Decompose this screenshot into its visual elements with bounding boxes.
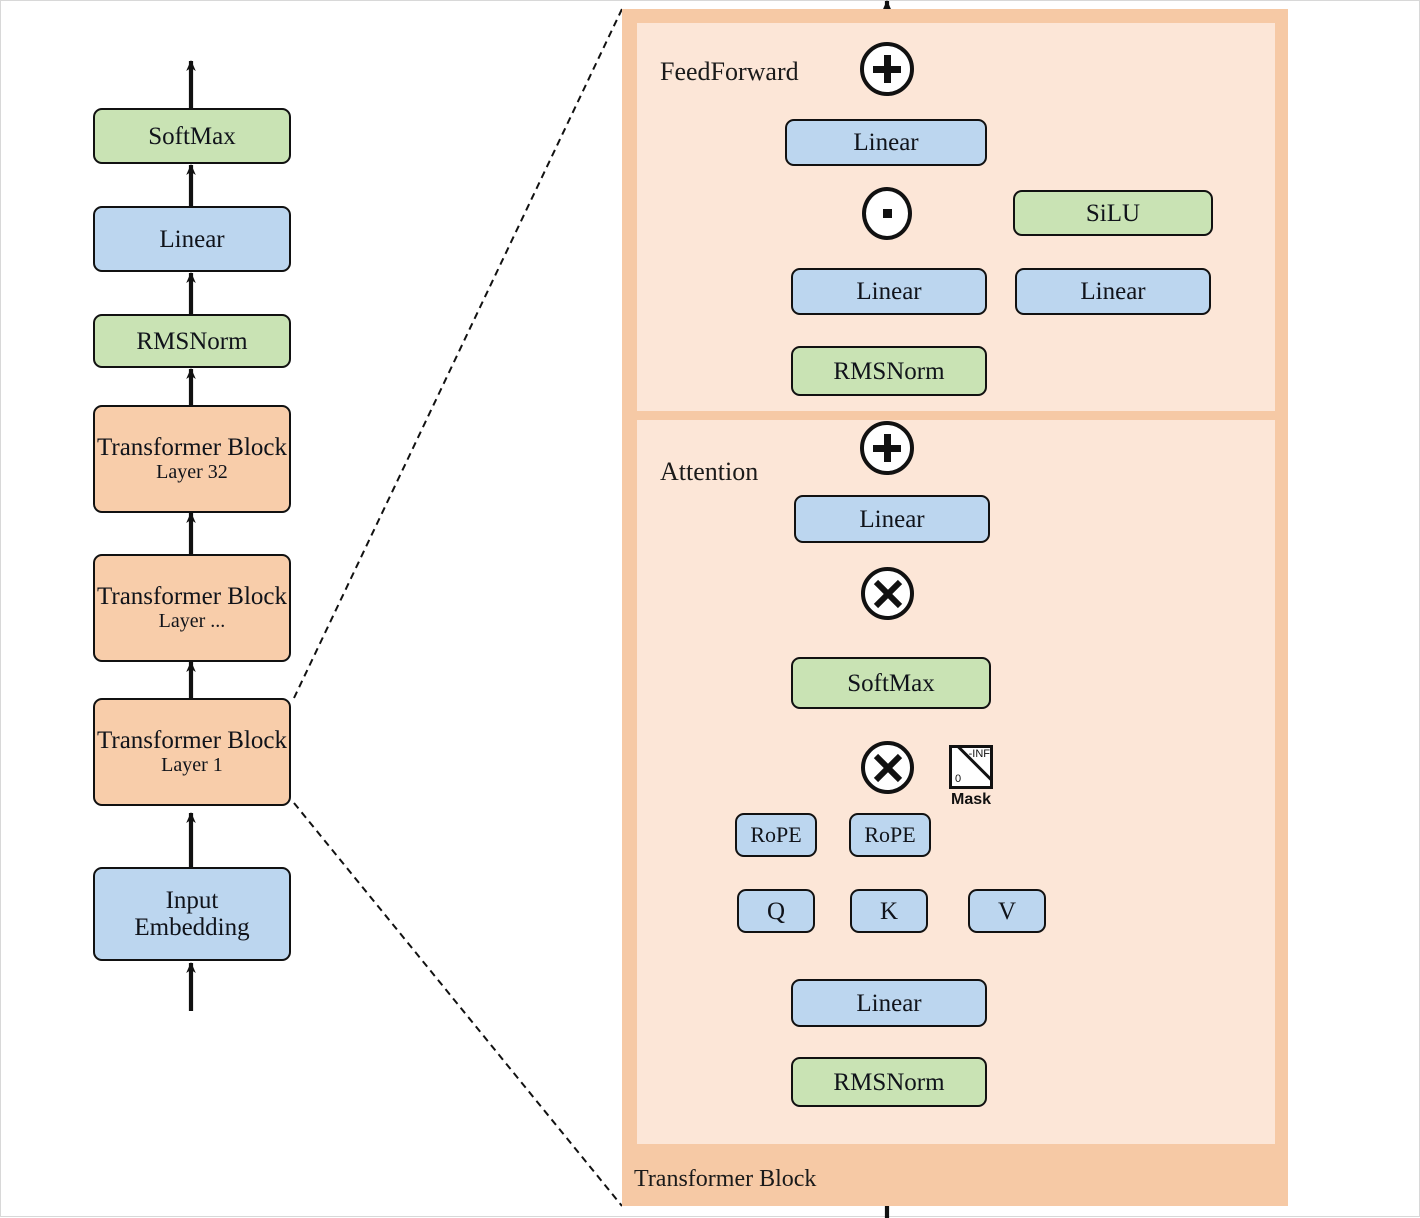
- value-node[interactable]: V: [968, 889, 1046, 933]
- ff-residual-add-op[interactable]: [860, 42, 914, 96]
- node-sublabel: Layer ...: [158, 610, 226, 633]
- ff-silu[interactable]: SiLU: [1013, 190, 1213, 236]
- node-label: RMSNorm: [833, 1068, 945, 1096]
- node-label: Linear: [859, 505, 925, 533]
- attn-residual-add-op[interactable]: [860, 421, 914, 475]
- causal-mask[interactable]: 0 -INF Mask: [949, 745, 993, 809]
- left-node-input-embedding[interactable]: Input Embedding: [93, 867, 291, 961]
- mask-icon: 0 -INF: [949, 745, 993, 789]
- node-label: Linear: [856, 989, 922, 1017]
- rope-query[interactable]: RoPE: [735, 813, 817, 857]
- ff-elementwise-multiply-op[interactable]: [862, 187, 912, 240]
- left-node-softmax[interactable]: SoftMax: [93, 108, 291, 164]
- node-label: SiLU: [1085, 199, 1141, 227]
- node-label: Input Embedding: [134, 887, 250, 941]
- node-label: Linear: [159, 225, 225, 253]
- node-label: RMSNorm: [833, 357, 945, 385]
- rope-key[interactable]: RoPE: [849, 813, 931, 857]
- node-label: Linear: [1080, 278, 1146, 305]
- key-node[interactable]: K: [850, 889, 928, 933]
- ff-output-linear[interactable]: Linear: [785, 119, 987, 166]
- plus-icon-vertical: [883, 434, 891, 462]
- node-label: RMSNorm: [136, 327, 248, 355]
- attn-value-matmul-op[interactable]: [861, 567, 914, 620]
- feedforward-panel-label: FeedForward: [660, 57, 799, 86]
- left-node-transformer-block-dots[interactable]: Transformer Block Layer ...: [93, 554, 291, 662]
- node-label: Transformer Block: [96, 727, 288, 755]
- left-node-transformer-block-32[interactable]: Transformer Block Layer 32: [93, 405, 291, 513]
- node-label: RoPE: [750, 822, 802, 848]
- ff-gate-linear[interactable]: Linear: [791, 268, 987, 315]
- node-label: SoftMax: [148, 122, 236, 150]
- attn-softmax[interactable]: SoftMax: [791, 657, 991, 709]
- node-label: Linear: [856, 278, 922, 305]
- mask-lower-value: 0: [955, 773, 962, 785]
- plus-icon-vertical: [883, 55, 891, 83]
- left-node-linear-head[interactable]: Linear: [93, 206, 291, 272]
- node-label: Transformer Block: [96, 434, 288, 462]
- node-label: SoftMax: [847, 669, 935, 697]
- node-label: Linear: [853, 129, 919, 156]
- attn-rmsnorm[interactable]: RMSNorm: [791, 1057, 987, 1107]
- attn-qk-matmul-op[interactable]: [861, 741, 914, 794]
- node-sublabel: Layer 32: [156, 461, 228, 484]
- left-node-rmsnorm-final[interactable]: RMSNorm: [93, 314, 291, 368]
- attn-qkv-linear[interactable]: Linear: [791, 979, 987, 1027]
- node-label: Transformer Block: [96, 583, 288, 611]
- node-label: V: [997, 897, 1017, 925]
- left-node-transformer-block-1[interactable]: Transformer Block Layer 1: [93, 698, 291, 806]
- dot-icon: [882, 209, 892, 218]
- node-label: Q: [766, 897, 786, 925]
- node-label: K: [879, 897, 899, 925]
- ff-rmsnorm[interactable]: RMSNorm: [791, 346, 987, 396]
- node-label: RoPE: [864, 822, 916, 848]
- query-node[interactable]: Q: [737, 889, 815, 933]
- node-sublabel: Layer 1: [161, 754, 223, 777]
- mask-label: Mask: [950, 791, 992, 808]
- ff-up-linear[interactable]: Linear: [1015, 268, 1211, 315]
- mask-upper-value: -INF: [968, 748, 990, 760]
- transformer-block-panel-label: Transformer Block: [634, 1166, 817, 1192]
- attn-output-linear[interactable]: Linear: [794, 495, 990, 543]
- attention-panel-label: Attention: [660, 457, 759, 486]
